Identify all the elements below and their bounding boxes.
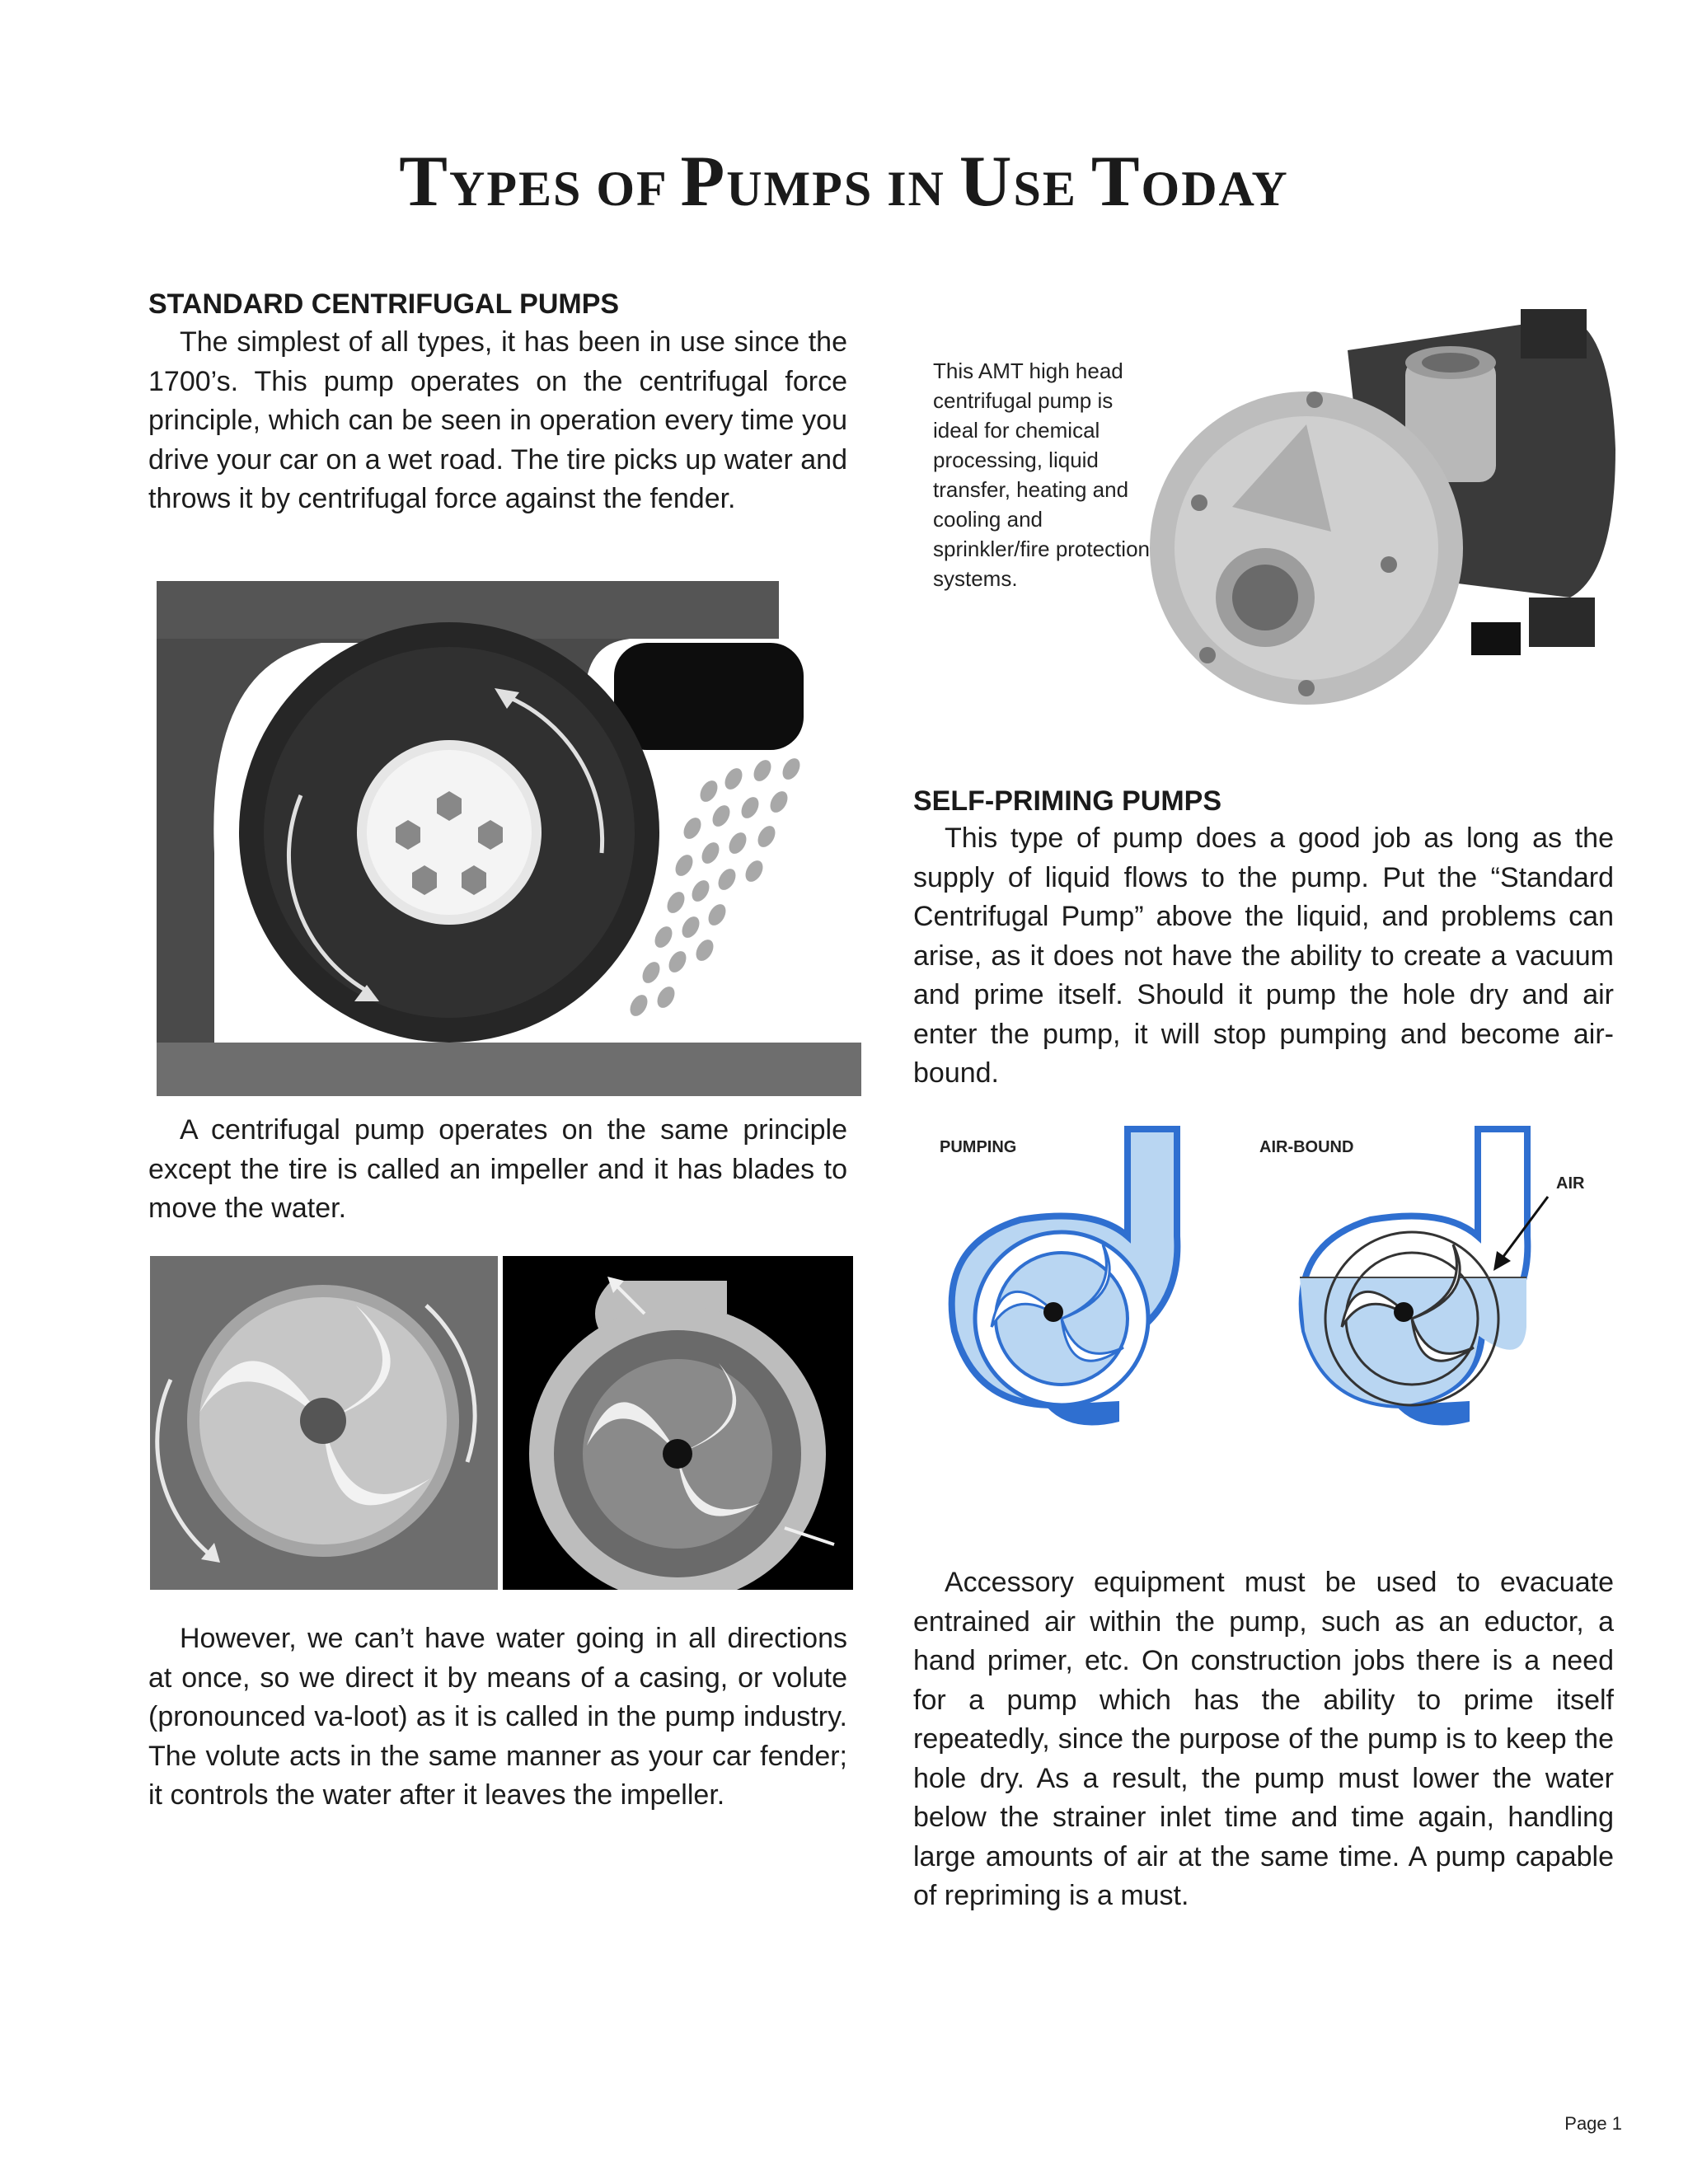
section-heading-standard-centrifugal: STANDARD CENTRIFUGAL PUMPS (148, 288, 620, 320)
airbound-volute (1298, 1126, 1550, 1426)
pumping-airbound-diagram: PUMPING AIR-BOUND AIR (930, 1121, 1614, 1488)
paragraph-accessory-equipment: Accessory equipment must be used to evac… (913, 1567, 1614, 1911)
paragraph-impeller-principle: A centrifugal pump operates on the same … (148, 1114, 847, 1224)
impeller-volute-photos (150, 1256, 853, 1590)
paragraph-self-priming-intro: This type of pump does a good job as lon… (913, 823, 1614, 1089)
diagram-label-pumping: PUMPING (940, 1138, 1016, 1156)
diagram-label-air-bound: AIR-BOUND (1259, 1138, 1353, 1156)
title-initial-t2: T (1090, 142, 1142, 222)
title-part: ODAY (1141, 162, 1289, 216)
page-title: TYPES OF PUMPS IN USE TODAY (0, 140, 1688, 223)
title-initial-u: U (959, 142, 1014, 222)
title-part: UMPS IN (726, 162, 959, 216)
title-part: SE (1013, 162, 1091, 216)
page-number: Page 1 (1564, 2113, 1622, 2134)
title-part: YPES OF (448, 162, 681, 216)
title-initial-t: T (399, 142, 449, 222)
title-initial-p: P (680, 142, 727, 222)
pumping-volute (948, 1126, 1181, 1426)
amt-pump-photo (1142, 301, 1628, 721)
pump-photo-caption: This AMT high head centrifugal pump is i… (933, 359, 1150, 591)
tire-splash-illustration (157, 581, 861, 1096)
section-heading-self-priming: SELF-PRIMING PUMPS (913, 785, 1222, 817)
diagram-label-air: AIR (1556, 1174, 1585, 1193)
paragraph-standard-intro: The simplest of all types, it has been i… (148, 326, 847, 514)
paragraph-volute: However, we can’t have water going in al… (148, 1623, 847, 1811)
